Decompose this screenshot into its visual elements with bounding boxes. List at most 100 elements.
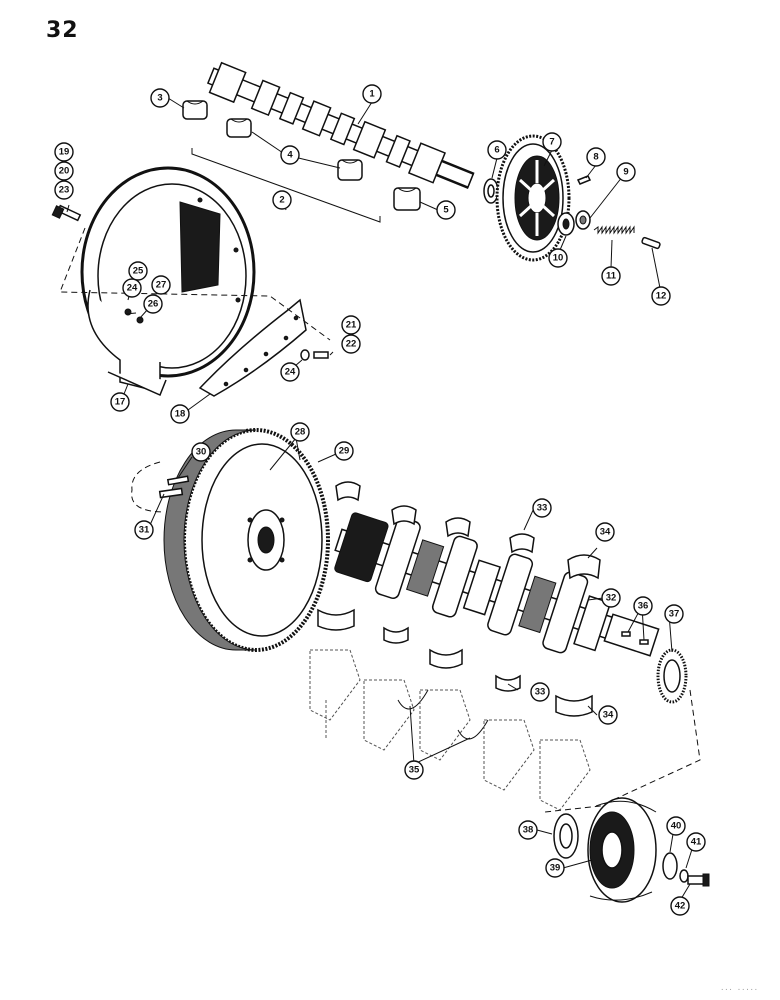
camshaft-key (576, 175, 592, 185)
callout-33-lower: 33 (530, 682, 550, 702)
callout-11: 11 (601, 266, 621, 286)
svg-text:25: 25 (133, 266, 144, 277)
main-bearing-lower (317, 608, 593, 717)
callout-17: 17 (110, 392, 130, 412)
gear-retaining-nut (557, 210, 591, 236)
callout-24-housing: 24 (122, 278, 142, 298)
lock-washer (300, 349, 310, 361)
crankshaft (334, 512, 660, 657)
svg-text:19: 19 (59, 147, 70, 158)
callout-8: 8 (586, 147, 606, 167)
housing-bolt (51, 204, 82, 222)
callout-2: 2 (272, 190, 292, 210)
svg-text:22: 22 (346, 339, 357, 350)
svg-text:20: 20 (59, 166, 70, 177)
callout-26: 26 (143, 294, 163, 314)
callout-39: 39 (545, 858, 565, 878)
callout-42: 42 (670, 896, 690, 916)
callout-35: 35 (404, 760, 424, 780)
bearing-cap-phantom (309, 649, 591, 811)
flywheel-bolt (158, 475, 190, 499)
cam-bearing-front (182, 100, 208, 120)
svg-text:42: 42 (675, 901, 686, 912)
callout-31: 31 (134, 520, 154, 540)
svg-text:10: 10 (553, 253, 564, 264)
svg-text:32: 32 (606, 593, 617, 604)
svg-text:11: 11 (606, 271, 617, 282)
svg-text:31: 31 (139, 525, 150, 536)
callout-34-upper: 34 (595, 522, 615, 542)
svg-text:26: 26 (148, 299, 159, 310)
callout-1: 1 (362, 84, 382, 104)
callout-leaders (66, 97, 695, 900)
svg-text:4: 4 (287, 150, 293, 161)
governor-spring (593, 225, 635, 235)
callout-25: 25 (128, 261, 148, 281)
callout-19: 19 (54, 142, 74, 162)
crankshaft-gear (656, 648, 688, 704)
svg-text:1: 1 (369, 89, 375, 100)
callout-10: 10 (548, 248, 568, 268)
main-bearing-upper (567, 554, 601, 580)
callout-12: 12 (651, 286, 671, 306)
svg-text:17: 17 (115, 397, 126, 408)
svg-text:23: 23 (59, 185, 70, 196)
callout-40: 40 (666, 816, 686, 836)
callout-21: 21 (341, 315, 361, 335)
callout-24-cover: 24 (280, 362, 300, 382)
svg-text:30: 30 (196, 447, 207, 458)
cam-bearing-intermediate (226, 118, 363, 181)
callout-37: 37 (664, 604, 684, 624)
svg-text:24: 24 (127, 283, 138, 294)
svg-text:12: 12 (656, 291, 667, 302)
svg-text:21: 21 (346, 320, 357, 331)
svg-text:38: 38 (523, 825, 534, 836)
svg-text:2: 2 (279, 195, 284, 206)
plunger-pin (641, 236, 661, 250)
pulley-bolt (687, 873, 710, 887)
callout-5: 5 (436, 200, 456, 220)
callout-38: 38 (518, 820, 538, 840)
svg-text:37: 37 (669, 609, 680, 620)
svg-text:7: 7 (549, 137, 554, 148)
svg-text:29: 29 (339, 446, 350, 457)
callout-34-lower: 34 (598, 705, 618, 725)
callout-30: 30 (191, 442, 211, 462)
callout-6: 6 (487, 140, 507, 160)
svg-text:34: 34 (603, 710, 614, 721)
svg-text:39: 39 (550, 863, 561, 874)
camshaft-gear (495, 134, 571, 262)
front-seal (553, 813, 579, 859)
svg-text:35: 35 (409, 765, 420, 776)
alignment-line (544, 689, 701, 813)
flywheel-housing-cover-plate (198, 298, 307, 397)
callout-4: 4 (280, 145, 300, 165)
crankshaft-pulley (587, 797, 657, 903)
callout-18: 18 (170, 404, 190, 424)
svg-text:40: 40 (671, 821, 682, 832)
svg-text:33: 33 (537, 503, 548, 514)
callout-20: 20 (54, 161, 74, 181)
flywheel (163, 428, 330, 652)
pulley-washer (662, 852, 678, 880)
svg-text:36: 36 (638, 601, 649, 612)
alignment-line (59, 227, 331, 341)
callout-9: 9 (616, 162, 636, 182)
svg-text:3: 3 (157, 93, 162, 104)
lock-washer (679, 869, 689, 883)
svg-text:41: 41 (691, 837, 702, 848)
bearing-set-bracket (191, 148, 381, 223)
svg-text:27: 27 (156, 280, 167, 291)
callout-41: 41 (686, 832, 706, 852)
flywheel-housing (80, 166, 256, 397)
connecting-rod-bearing-upper (335, 481, 535, 554)
callout-33-upper: 33 (532, 498, 552, 518)
page-number: 32 (46, 18, 79, 43)
crankshaft-thrust-washer (397, 689, 489, 740)
callout-7: 7 (542, 132, 562, 152)
footer-mark: ··· ····· (720, 986, 758, 994)
callout-29: 29 (334, 441, 354, 461)
svg-text:6: 6 (494, 145, 499, 156)
camshaft (206, 61, 475, 189)
callout-36: 36 (633, 596, 653, 616)
